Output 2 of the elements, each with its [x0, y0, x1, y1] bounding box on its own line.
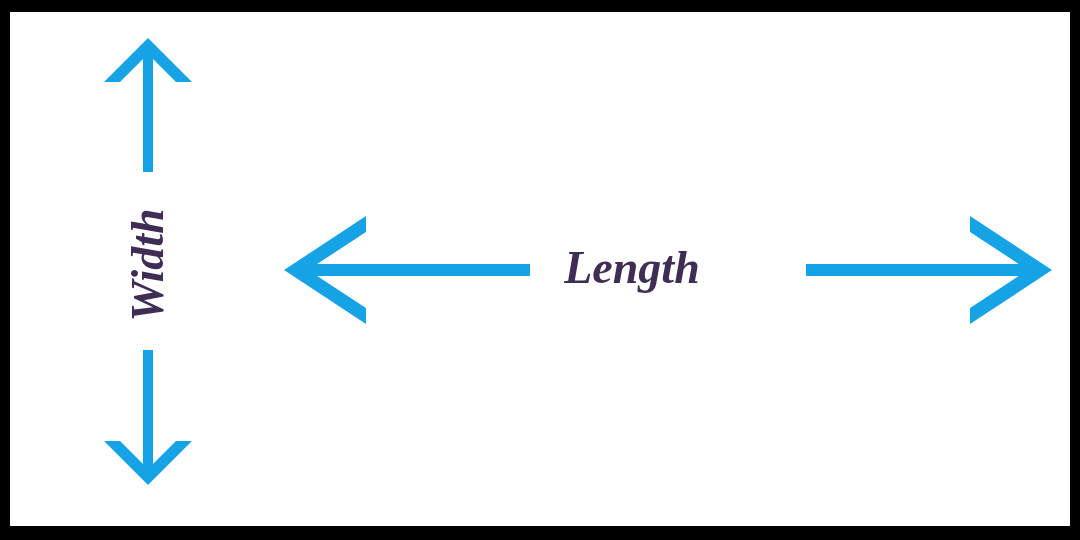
dimension-label: Width — [125, 208, 171, 322]
dimension-label: Length — [564, 245, 700, 291]
